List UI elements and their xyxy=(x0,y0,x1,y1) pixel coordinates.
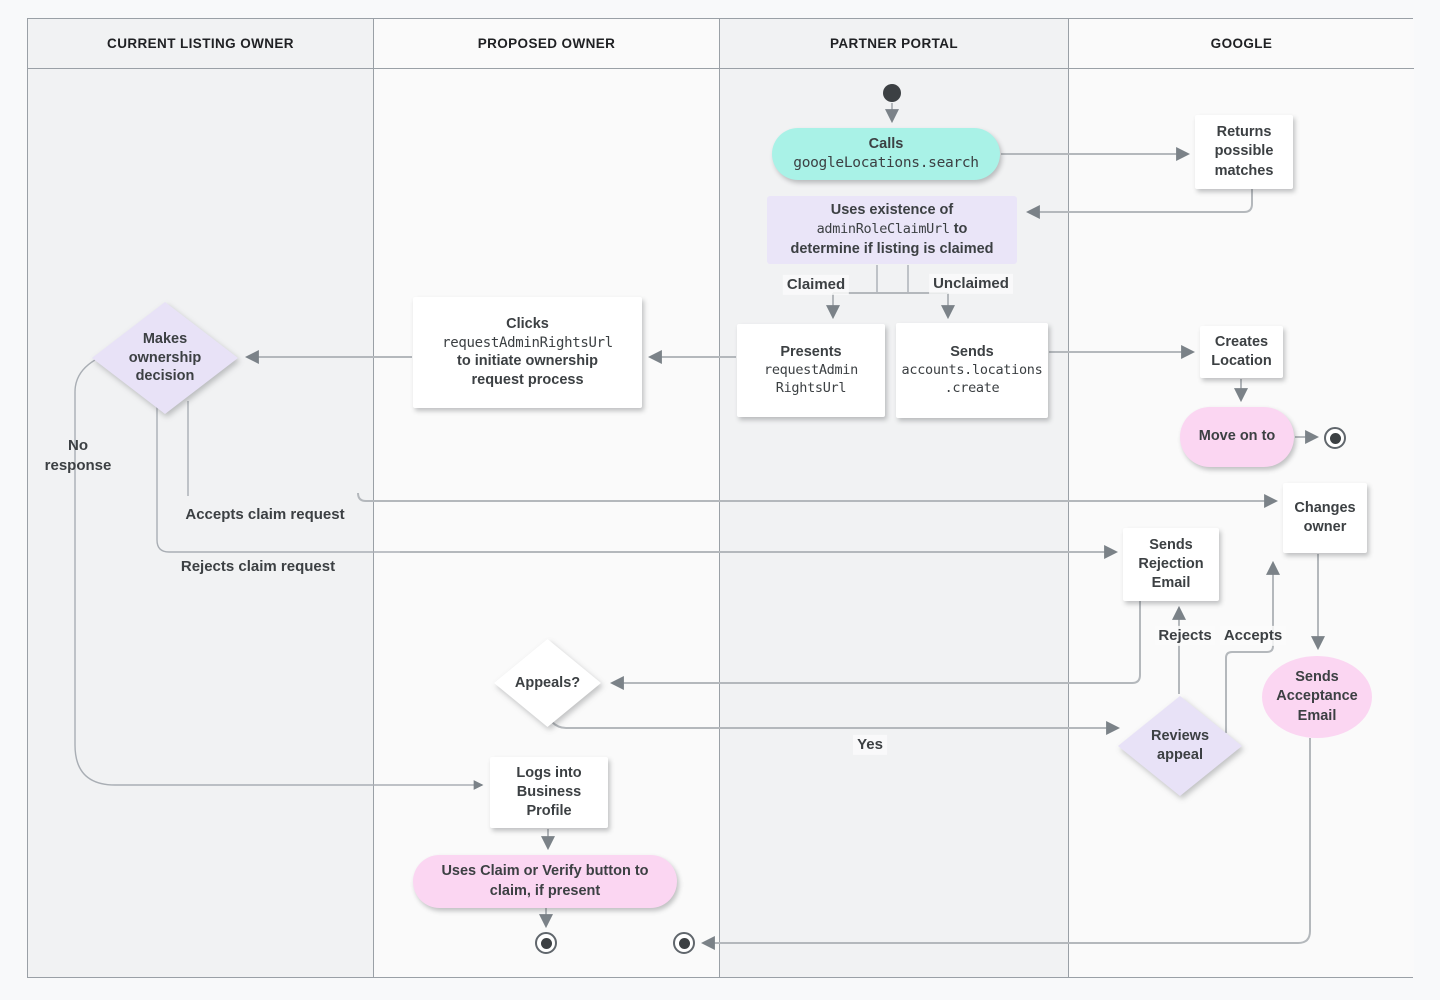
node-presents-request-admin-rights-url: Presents requestAdmin RightsUrl xyxy=(737,324,885,417)
node-appeals: Appeals? xyxy=(494,639,601,727)
lane-header-proposed-owner: PROPOSED OWNER xyxy=(374,19,719,69)
lane-proposed-owner: PROPOSED OWNER xyxy=(374,19,720,977)
node-logs-into-business-profile: Logs into Business Profile xyxy=(490,757,608,828)
node-line2-suffix: to xyxy=(949,221,968,238)
node-line1: Uses existence of xyxy=(830,202,954,219)
node-line4: request process xyxy=(471,372,584,389)
end-node-acceptance xyxy=(673,932,695,954)
edge-label-claimed: Claimed xyxy=(782,274,850,296)
node-code: adminRoleClaimUrl xyxy=(816,221,950,238)
node-label: Appeals? xyxy=(514,674,581,691)
node-uses-existence: Uses existence of adminRoleClaimUrl to d… xyxy=(767,196,1017,264)
node-move-on-to: Move on to xyxy=(1180,407,1294,467)
node-line2: adminRoleClaimUrl to xyxy=(817,220,968,239)
edge-label-rejects-claim-request: Rejects claim request xyxy=(180,557,336,575)
lane-header-current-listing-owner: CURRENT LISTING OWNER xyxy=(28,19,373,69)
node-label: Changes owner xyxy=(1294,499,1356,535)
node-label: Sends Rejection Email xyxy=(1138,536,1204,592)
node-clicks-request-admin-rights-url: Clicks requestAdminRightsUrl to initiate… xyxy=(413,297,642,408)
node-code-line2: .create xyxy=(944,380,1000,397)
node-label: Logs into Business Profile xyxy=(516,764,582,820)
edge-label-no-response: No response xyxy=(44,436,112,474)
node-code: googleLocations.search xyxy=(793,155,979,171)
edge-label-accepts: Accepts xyxy=(1219,625,1287,647)
node-label: Calls xyxy=(868,135,904,152)
node-label: Sends Acceptance Email xyxy=(1276,669,1358,724)
node-code: requestAdminRightsUrl xyxy=(442,334,613,351)
node-line3: to initiate ownership xyxy=(457,353,598,370)
node-sends-accounts-locations-create: Sends accounts.locations .create xyxy=(896,323,1048,418)
node-code-line1: requestAdmin xyxy=(764,362,858,379)
lane-header-google: GOOGLE xyxy=(1069,19,1414,69)
edge-label-unclaimed: Unclaimed xyxy=(929,273,1013,295)
node-sends-acceptance-email: Sends Acceptance Email xyxy=(1262,656,1372,738)
node-code-line2: RightsUrl xyxy=(775,380,847,397)
node-makes-ownership-decision: Makes ownership decision xyxy=(92,302,238,414)
node-reviews-appeal: Reviews appeal xyxy=(1118,696,1242,796)
node-calls-google-locations-search: Calls googleLocations.search xyxy=(772,128,1000,180)
node-label: Creates Location xyxy=(1211,333,1272,369)
node-label: Presents xyxy=(780,344,842,361)
node-returns-possible-matches: Returns possible matches xyxy=(1195,115,1293,189)
node-sends-rejection-email: Sends Rejection Email xyxy=(1123,528,1219,601)
edge-label-accepts-claim-request: Accepts claim request xyxy=(185,505,345,523)
end-node-claim xyxy=(535,932,557,954)
node-changes-owner: Changes owner xyxy=(1283,483,1367,553)
node-code-line1: accounts.locations xyxy=(901,362,1043,379)
lane-header-partner-portal: PARTNER PORTAL xyxy=(720,19,1068,69)
edge-label-yes: Yes xyxy=(853,734,887,756)
node-label: Move on to xyxy=(1198,428,1276,445)
node-label: Sends xyxy=(950,344,994,361)
edge-label-rejects: Rejects xyxy=(1154,625,1216,647)
node-label: Makes ownership decision xyxy=(128,330,202,385)
node-line3: determine if listing is claimed xyxy=(790,240,994,257)
start-node xyxy=(883,84,901,102)
node-label: Reviews appeal xyxy=(1150,728,1210,763)
node-label: Uses Claim or Verify button to claim, if… xyxy=(441,863,649,899)
node-uses-claim-or-verify: Uses Claim or Verify button to claim, if… xyxy=(413,855,677,908)
node-label: Returns possible matches xyxy=(1214,124,1274,179)
node-label: Clicks xyxy=(506,315,549,332)
lane-current-listing-owner: CURRENT LISTING OWNER xyxy=(28,19,374,977)
end-node-move-on xyxy=(1324,427,1346,449)
node-creates-location: Creates Location xyxy=(1200,326,1283,378)
